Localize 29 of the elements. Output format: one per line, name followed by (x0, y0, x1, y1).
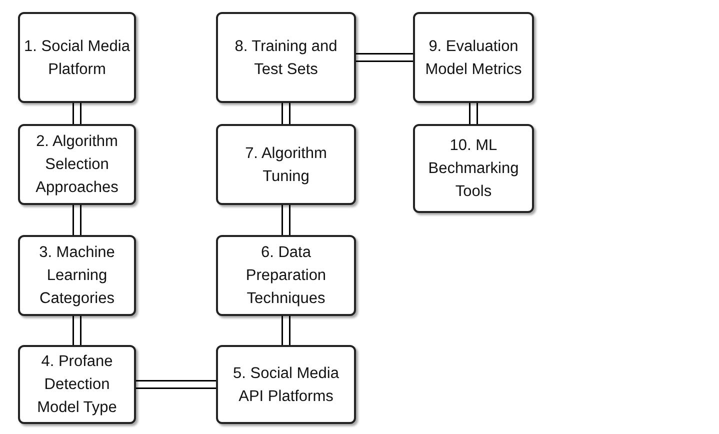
box-label: 9. Evaluation Model Metrics (424, 36, 523, 80)
process-box (18, 345, 136, 424)
process-box (216, 124, 356, 205)
box-label: 1. Social Media Platform (24, 36, 130, 80)
double-line-connector (136, 380, 216, 389)
process-box (216, 345, 356, 424)
process-box (413, 12, 534, 103)
double-line-connector (72, 316, 82, 345)
box-label: 2. Algorithm Selection Approaches (34, 132, 120, 198)
double-line-connector (469, 103, 478, 124)
box-label: 5. Social Media API Platforms (232, 364, 340, 406)
process-box (18, 235, 136, 316)
process-box (18, 12, 136, 103)
box-label: 7. Algorithm Tuning (244, 144, 328, 186)
double-line-connector (282, 103, 290, 124)
box-label: 3. Machine Learning Categories (38, 243, 116, 309)
double-line-connector (356, 53, 413, 62)
process-box (216, 235, 356, 316)
double-line-connector (282, 205, 290, 235)
box-label: 4. Profane Detection Model Type (36, 352, 118, 418)
double-line-connector (72, 205, 82, 235)
double-line-connector (72, 103, 82, 124)
box-label: 8. Training and Test Sets (234, 36, 338, 80)
box-label: 6. Data Preparation Techniques (244, 243, 328, 309)
process-box (216, 12, 356, 103)
process-box (413, 124, 534, 213)
double-line-connector (282, 316, 290, 345)
box-label: 10. ML Bechmarking Tools (427, 136, 520, 202)
process-box (18, 124, 136, 205)
